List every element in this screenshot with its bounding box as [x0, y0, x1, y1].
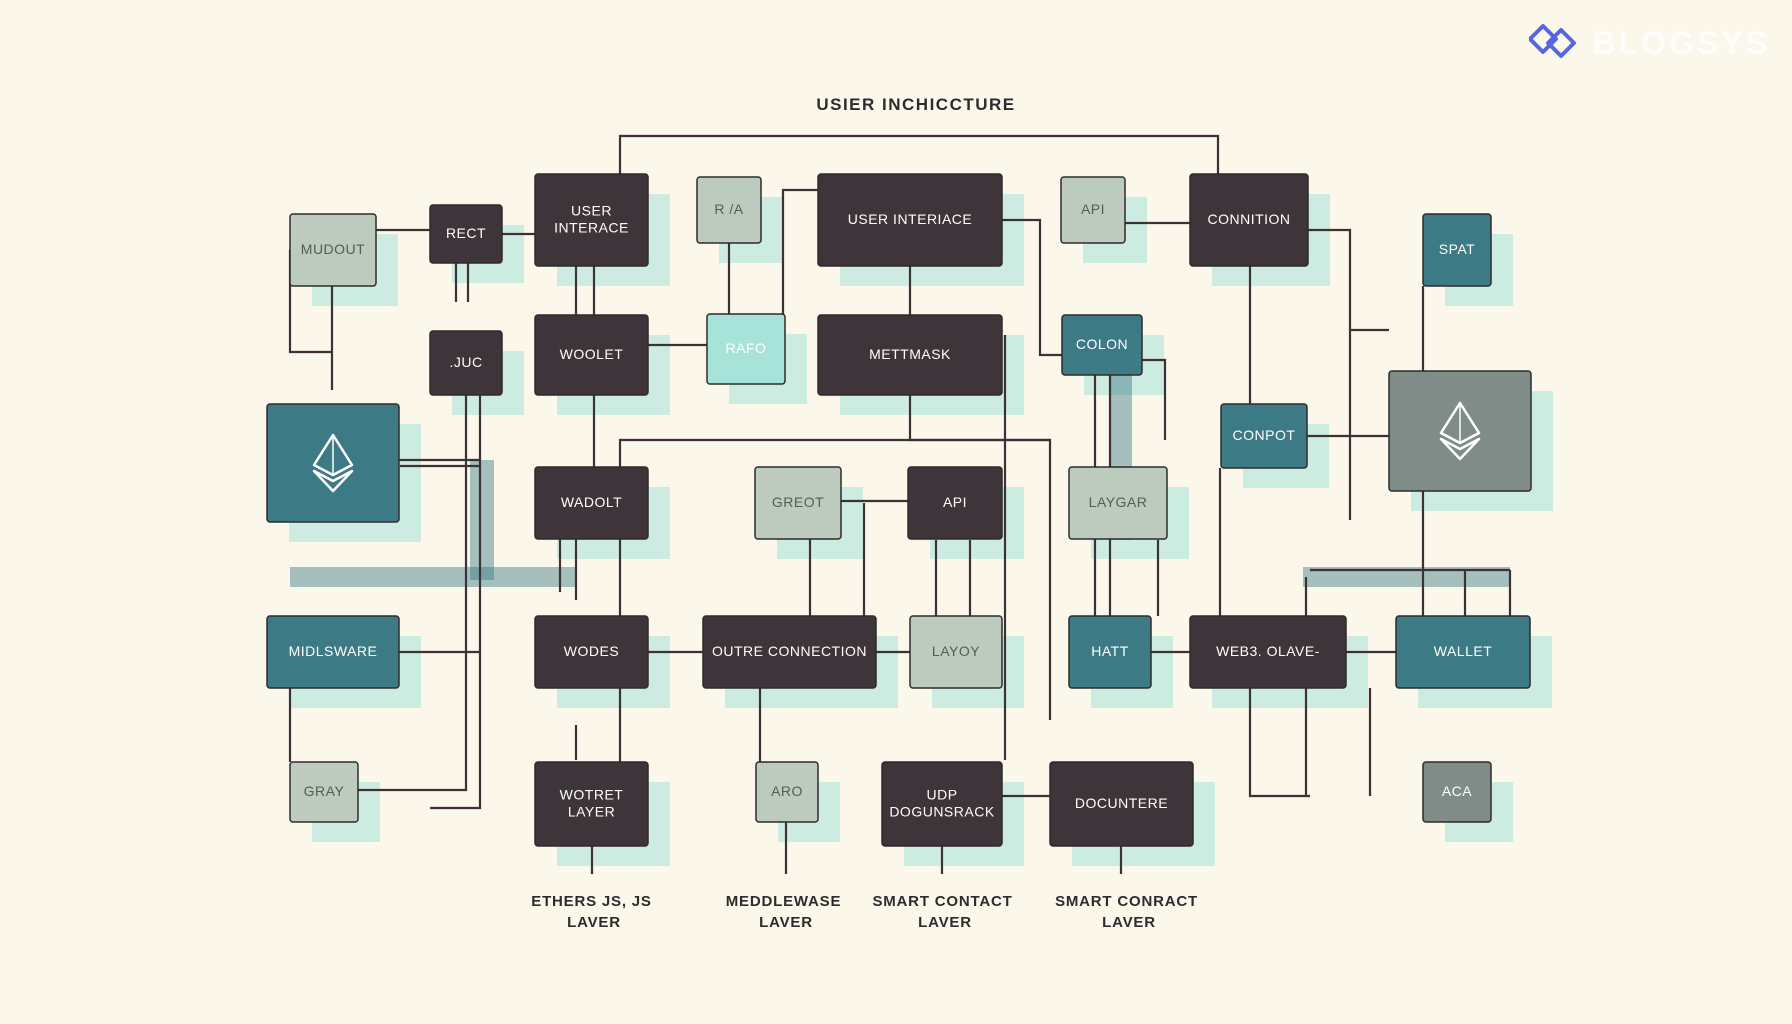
node-label: RECT [446, 225, 486, 241]
node-label: LAYGAR [1089, 494, 1148, 510]
connector [618, 438, 1050, 467]
node-api1: API [1060, 176, 1126, 244]
node-woolet: WOOLET [534, 314, 649, 396]
node-wallet: WALLET [1395, 615, 1531, 689]
ethereum-icon [312, 433, 354, 493]
layer-label-1: ETHERS JS, JS LAVER [531, 893, 656, 931]
node-docu: DOCUNTERE [1049, 761, 1194, 847]
node-label: .JUC [449, 354, 482, 370]
node-wadolt: WADOLT [534, 466, 649, 540]
node-label: WALLET [1434, 643, 1493, 659]
node-rect: RECT [429, 204, 503, 264]
node-midl: MIDLSWARE [266, 615, 400, 689]
node-label: WOOLET [560, 346, 624, 362]
ethereum-icon [1439, 401, 1481, 461]
connector [332, 364, 468, 792]
node-label: MUDOUT [301, 241, 365, 257]
node-label: LAYOY [932, 643, 980, 659]
node-eth_r [1388, 370, 1532, 492]
layer-label-2: MEDDLEWASE LAVER [726, 893, 846, 931]
node-label: RAFO [726, 340, 767, 356]
node-aca: ACA [1422, 761, 1492, 823]
node-label: GREOT [772, 494, 824, 510]
decorative-bar [470, 460, 494, 580]
brand-logo: BLOGSYS [1528, 22, 1770, 64]
node-colon: COLON [1061, 314, 1143, 376]
node-web3: WEB3. OLAVE- [1189, 615, 1347, 689]
node-label: DOCUNTERE [1075, 795, 1168, 811]
node-label: GRAY [304, 783, 345, 799]
node-label: OUTRE CONNECTION [712, 643, 867, 659]
node-label: API [1081, 201, 1105, 217]
node-label: API [943, 494, 967, 510]
node-outre: OUTRE CONNECTION [702, 615, 877, 689]
node-hatt: HATT [1068, 615, 1152, 689]
brand-name: BLOGSYS [1592, 24, 1770, 61]
node-metmask: METTMASK [817, 314, 1003, 396]
node-conpot: CONPOT [1220, 403, 1308, 469]
layer-label-3: SMART CONTACT LAVER [872, 893, 1017, 931]
node-eth_l [266, 403, 400, 523]
node-label: SPAT [1439, 241, 1476, 257]
node-mudout: MUDOUT [289, 213, 377, 287]
node-label: ARO [771, 783, 803, 799]
connector [618, 134, 1220, 174]
connector [1142, 358, 1167, 440]
node-api2: API [907, 466, 1003, 540]
node-gray: GRAY [289, 761, 359, 823]
node-ui2: USER INTERIACE [817, 173, 1003, 267]
node-label: USER INTERIACE [848, 211, 972, 227]
node-laygar: LAYGAR [1068, 466, 1168, 540]
node-label: HATT [1091, 643, 1129, 659]
node-label: WEB3. OLAVE- [1216, 643, 1320, 659]
node-rafo: RAFO [706, 313, 786, 385]
node-juc: .JUC [429, 330, 503, 396]
node-aro: ARO [755, 761, 819, 823]
decorative-bar [1303, 567, 1510, 587]
node-conn: CONNITION [1189, 173, 1309, 267]
node-label: COLON [1076, 336, 1128, 352]
node-label: MIDLSWARE [289, 643, 378, 659]
connector [430, 364, 482, 810]
node-label: METTMASK [869, 346, 951, 362]
node-wodes: WODES [534, 615, 649, 689]
node-label: WODES [564, 643, 619, 659]
connector [1248, 688, 1310, 798]
brand-logo-icon [1528, 24, 1576, 58]
node-spat: SPAT [1422, 213, 1492, 287]
decorative-bar [290, 567, 577, 587]
node-label: ACA [1442, 783, 1472, 799]
node-layoy: LAYOY [909, 615, 1003, 689]
node-label: WADOLT [561, 494, 622, 510]
layer-label-4: SMART CONRACT LAVER [1055, 893, 1203, 931]
node-greot: GREOT [754, 466, 842, 540]
layer-labels: ETHERS JS, JS LAVER MEDDLEWASE LAVER SMA… [531, 893, 1203, 931]
node-label: R /A [714, 201, 743, 217]
node-label: CONNITION [1207, 211, 1290, 227]
connector [1002, 218, 1062, 357]
diagram-title: USIER INCHICCTURE [816, 95, 1015, 114]
node-ra: R /A [696, 176, 762, 244]
connector-lines [288, 134, 1512, 874]
node-label: CONPOT [1233, 427, 1296, 443]
connector [781, 188, 818, 314]
